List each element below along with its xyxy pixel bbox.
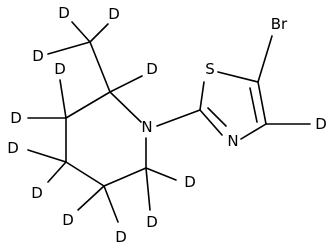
bond-c5-c4 <box>257 81 267 125</box>
bond-c4-db <box>47 161 67 183</box>
atom-d-c3a: D <box>54 60 66 78</box>
bond-me-d1 <box>71 21 91 43</box>
atom-br: Br <box>271 15 288 33</box>
atom-s: S <box>205 60 215 78</box>
atom-d-thiazole: D <box>315 115 327 133</box>
atom-d-methyl-1: D <box>58 4 70 22</box>
bond-c2thz-s <box>199 81 205 111</box>
bond-s-c5 <box>217 71 259 83</box>
atom-n-thiazole: N <box>227 132 238 150</box>
bond-c5-c4-double <box>249 87 258 123</box>
bond-c4-da <box>27 149 67 163</box>
bond-me-d3 <box>47 41 91 55</box>
bond-c2-d <box>109 75 143 93</box>
bond-c4-c5 <box>65 161 105 187</box>
bonds <box>27 21 311 223</box>
atom-n-piperidine: N <box>141 118 152 136</box>
atom-d-c6a: D <box>184 173 196 191</box>
bond-c5-c6 <box>103 167 147 187</box>
bond-c6-da <box>145 167 177 181</box>
bond-me-d2 <box>89 23 109 43</box>
bond-c5-db <box>103 185 119 223</box>
bond-me-c2 <box>89 41 111 93</box>
bond-c5-da <box>77 185 105 211</box>
bond-n3-c2thz <box>199 109 223 136</box>
bond-n-c2thz <box>156 109 201 127</box>
bond-c6-db <box>145 167 151 211</box>
atom-d-c3b: D <box>10 109 22 127</box>
bond-c2-c3 <box>65 91 111 119</box>
atom-d-c5a: D <box>62 211 74 229</box>
atom-d-c6b: D <box>146 213 158 231</box>
bond-c3-da <box>59 79 67 119</box>
atom-labels: Br S N N D D D D D D D D D D D D D <box>7 4 327 246</box>
atom-d-c5b: D <box>115 228 127 246</box>
atom-d-c4a: D <box>7 139 19 157</box>
atom-d-c2: D <box>146 60 158 78</box>
atom-d-methyl-3: D <box>32 47 44 65</box>
atom-d-c4b: D <box>31 184 43 202</box>
bond-n3-c2thz-double <box>207 107 227 127</box>
atom-d-methyl-2: D <box>108 5 120 23</box>
bond-c4-n3 <box>240 123 267 140</box>
bond-c2-n <box>109 91 142 123</box>
bond-c5-br <box>257 35 273 83</box>
